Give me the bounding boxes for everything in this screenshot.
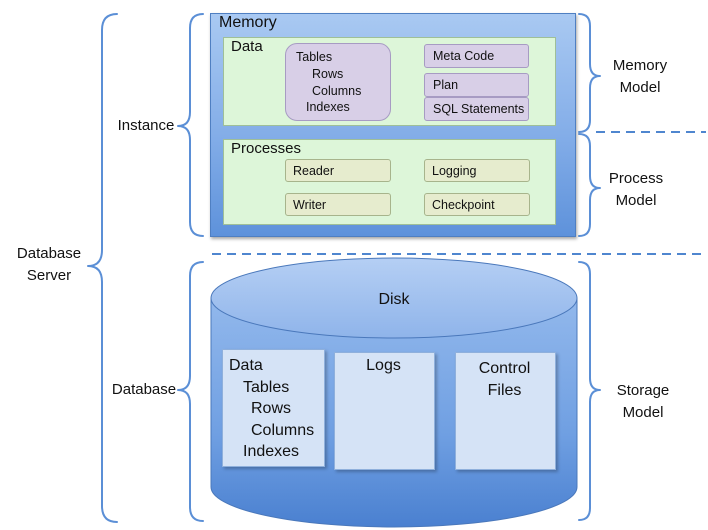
label-memory-model-line2: Model [619,79,661,96]
brace-database-server [87,13,118,523]
label-process-model-line2: Model [615,192,657,209]
brace-memory-model [578,13,601,133]
label-process-model: Process Model [596,168,676,212]
memory-structure-rows: Rows [312,67,344,81]
label-database-server-line1: Database [16,245,82,262]
disk-data-box [222,349,325,467]
process-writer: Writer [285,193,391,216]
disk-data-title: Data [229,357,263,374]
label-instance: Instance [117,117,175,134]
disk-control-files-box [455,352,556,470]
memory-data-title: Data [231,38,263,55]
label-storage-model: Storage Model [603,380,683,424]
memory-item-meta-code: Meta Code [424,44,529,68]
disk-control-line2: Files [487,381,522,399]
disk-logs-box [334,352,435,470]
disk-data-tables: Tables [243,379,290,396]
label-process-model-line1: Process [608,170,664,187]
disk-control-files-title: Control Files [455,358,554,401]
label-database-server-line2: Server [26,267,72,284]
disk-data-columns: Columns [251,422,315,439]
brace-storage-model [578,261,601,521]
label-memory-model-line1: Memory [612,57,668,74]
label-database-server: Database Server [6,243,92,287]
disk-logs-title: Logs [366,357,401,374]
disk-data-rows: Rows [251,400,292,417]
memory-structure-indexes: Indexes [306,100,350,114]
label-storage-model-line1: Storage [616,382,670,399]
label-memory-model: Memory Model [600,55,680,99]
brace-instance [177,13,204,237]
memory-structure-tables: Tables [296,50,333,64]
process-logging: Logging [424,159,530,182]
memory-structures-pill [285,43,391,121]
memory-structure-columns: Columns [312,84,362,98]
memory-item-plan: Plan [424,73,529,97]
memory-item-sql-statements: SQL Statements [424,97,529,121]
process-reader: Reader [285,159,391,182]
process-checkpoint: Checkpoint [424,193,530,216]
disk-control-line1: Control [478,360,531,377]
brace-database [177,261,204,522]
label-database: Database [111,381,177,398]
disk-title: Disk [378,291,410,308]
processes-title: Processes [231,140,302,157]
brace-process-model [578,133,601,237]
disk-data-indexes: Indexes [243,443,300,460]
memory-title: Memory [219,14,277,31]
disk-cylinder-top [210,257,578,339]
label-storage-model-line2: Model [622,404,664,421]
